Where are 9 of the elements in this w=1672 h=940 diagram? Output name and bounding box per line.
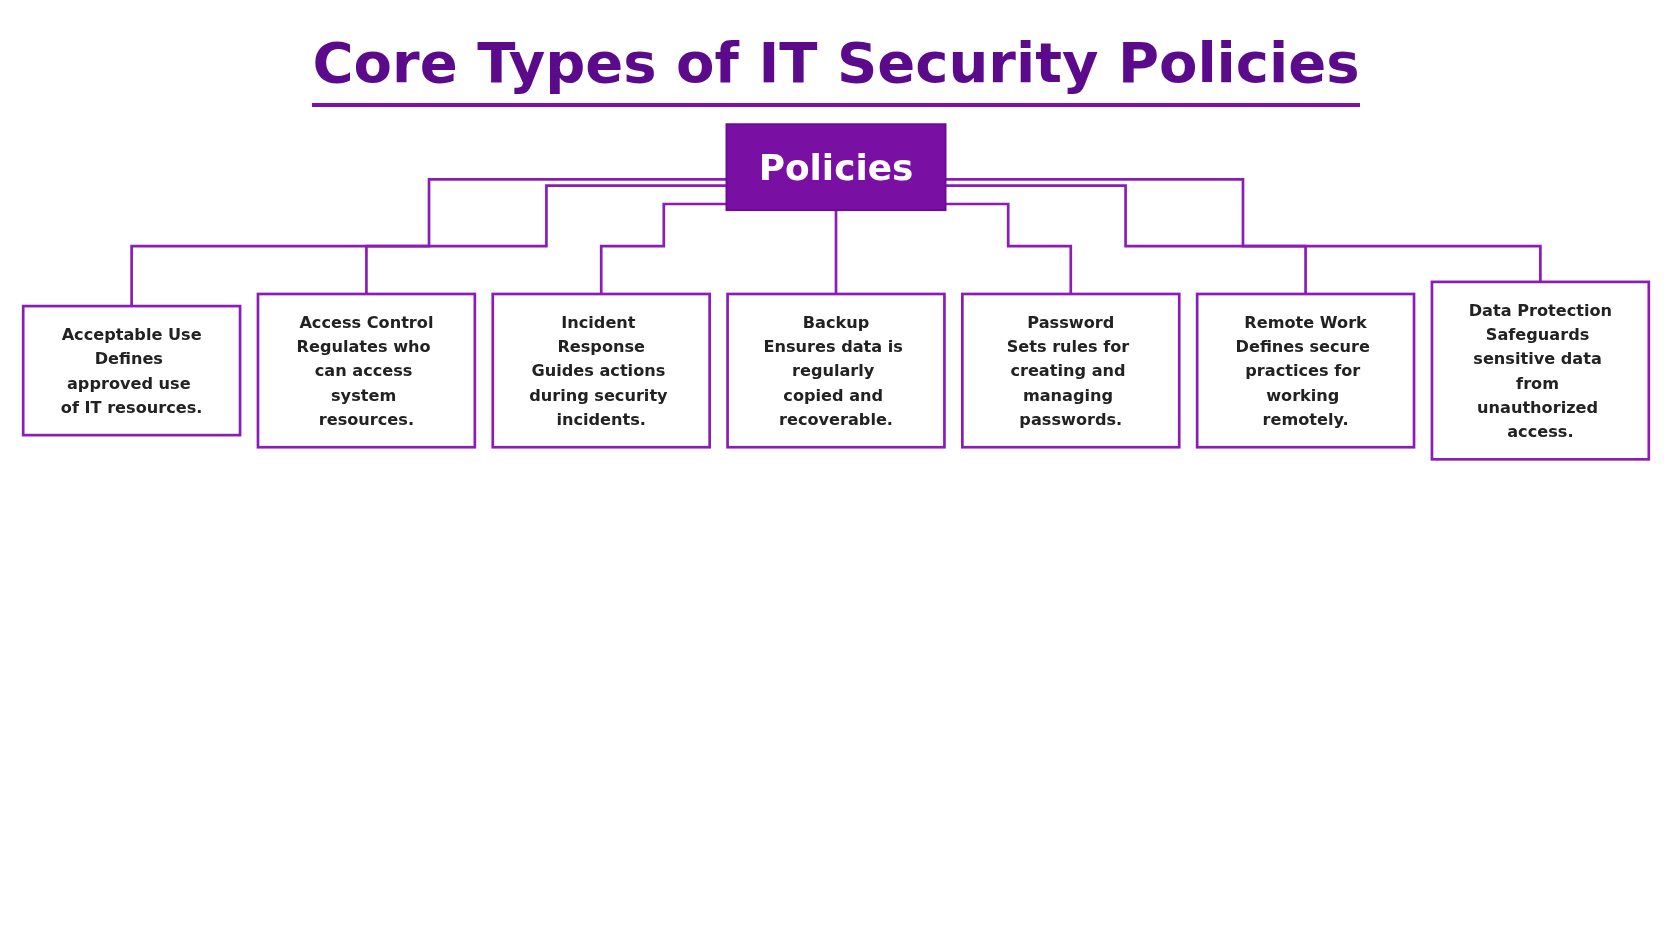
node-box: Data Protection Safeguards sensitive data from unauthorized access. — [1430, 280, 1651, 461]
title: Core Types of IT Security Policies — [312, 30, 1360, 107]
node-box: Remote Work Defines secure practices for working remotely. — [1195, 292, 1416, 449]
node-box: Password Sets rules for creating and managing passwords. — [961, 292, 1181, 449]
node-box: Acceptable Use Defines approved use of IT resources. — [21, 304, 242, 437]
node-box: Policies — [725, 123, 947, 212]
node-box: Access Control Regulates who can access system resources. — [256, 292, 477, 449]
node-box: Backup Ensures data is regularly copied and recoverable. — [726, 292, 946, 449]
node-box: Incident Response Guides actions during security incidents. — [491, 292, 711, 449]
